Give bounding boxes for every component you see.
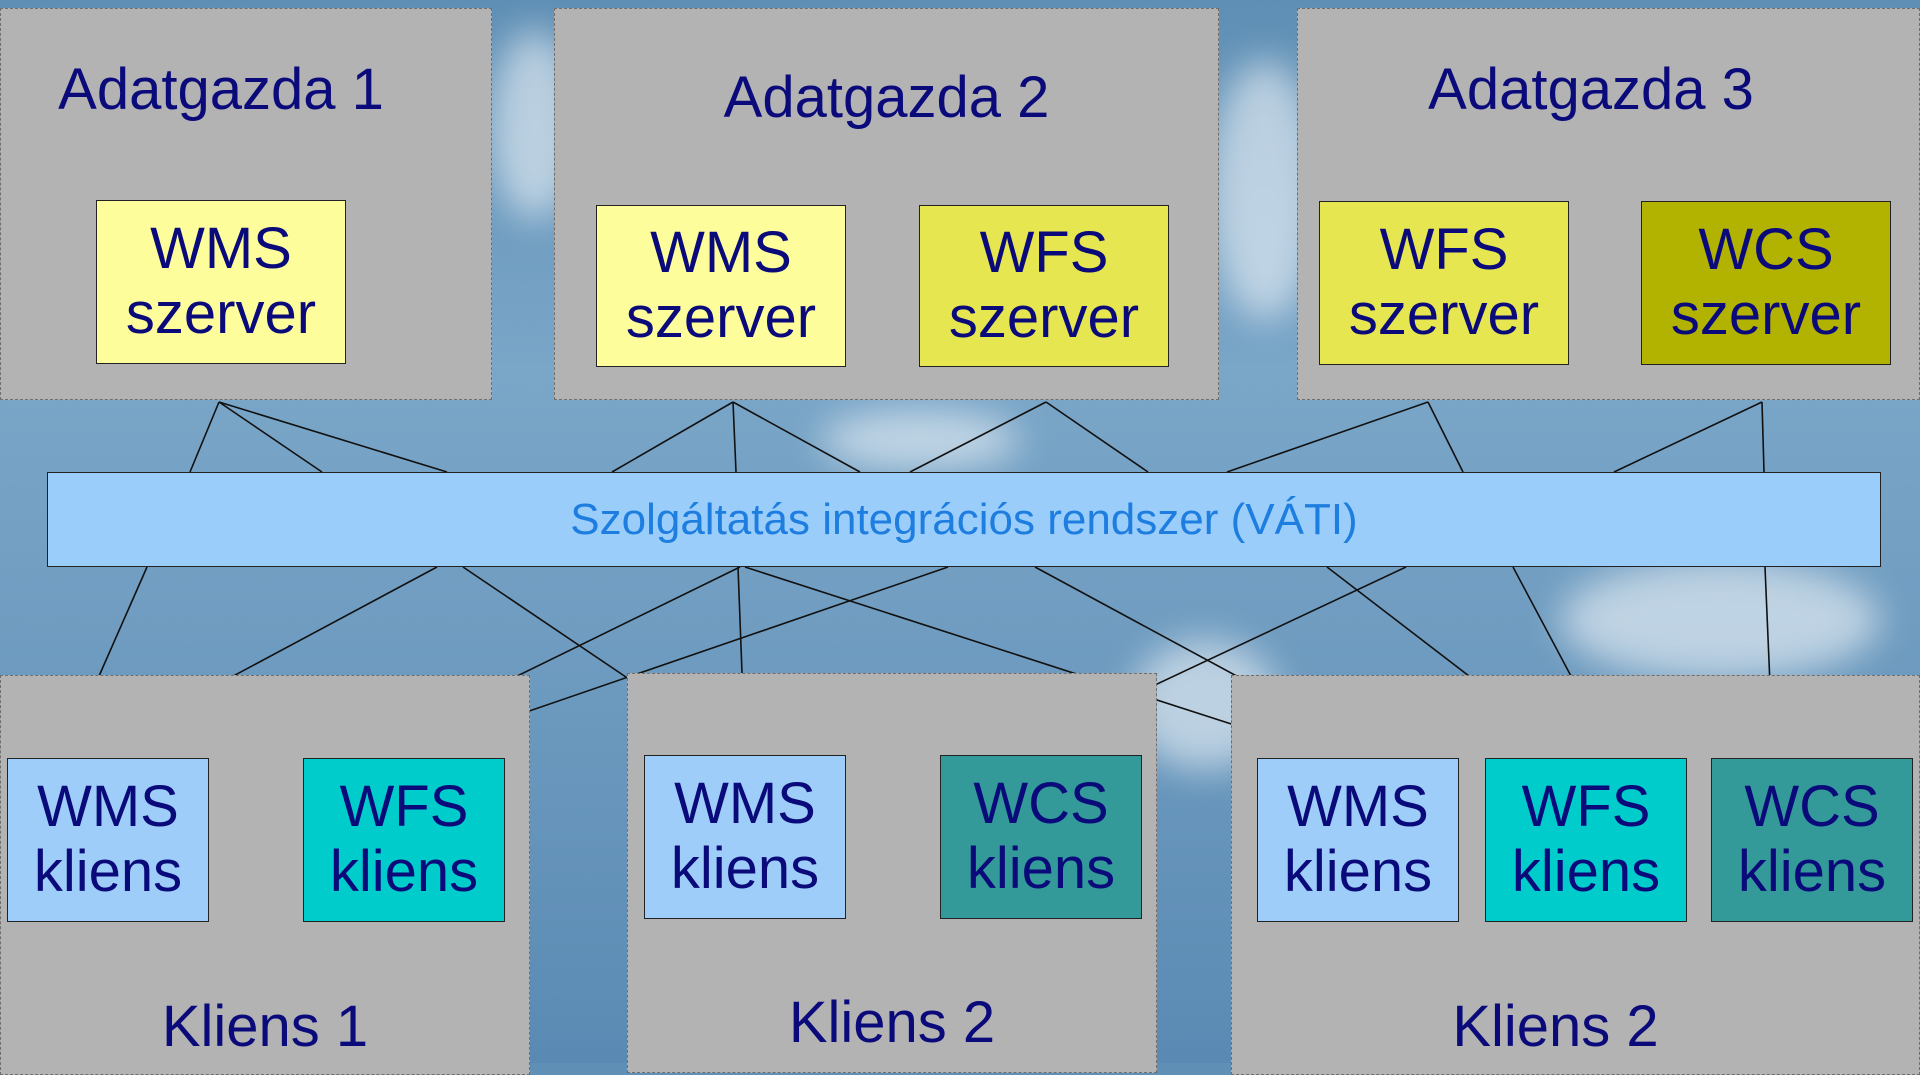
server-type: WCS — [1698, 217, 1834, 283]
wcs-client-box: WCS kliens — [940, 755, 1142, 919]
server-label: szerver — [625, 285, 817, 350]
server-type: WMS — [650, 220, 792, 286]
wms-server-box: WMS szerver — [596, 205, 846, 367]
link-line — [1226, 401, 1429, 473]
wms-client-box: WMS kliens — [1257, 758, 1459, 922]
link-line — [1613, 401, 1763, 473]
link-line — [1045, 401, 1149, 473]
client-type: WCS — [1744, 774, 1880, 840]
provider-title: Adatgazda 3 — [1428, 57, 1754, 122]
server-label: szerver — [1348, 282, 1540, 347]
client-title: Kliens 2 — [1452, 994, 1659, 1059]
client-type: WMS — [1287, 774, 1429, 840]
server-type: WMS — [150, 216, 292, 282]
server-type: WFS — [1379, 217, 1509, 283]
wcs-client-box: WCS kliens — [1711, 758, 1913, 922]
provider-group-1: Adatgazda 1 WMS szerver — [0, 8, 492, 400]
client-label: kliens — [966, 836, 1116, 901]
wfs-client-box: WFS kliens — [1485, 758, 1687, 922]
integration-bus: Szolgáltatás integrációs rendszer (VÁTI) — [47, 472, 1881, 567]
wfs-client-box: WFS kliens — [303, 758, 505, 922]
link-line — [909, 401, 1047, 473]
client-title: Kliens 1 — [161, 994, 369, 1059]
client-label: kliens — [33, 839, 183, 904]
server-label: szerver — [1670, 282, 1862, 347]
client-group-3: WMS kliens WFS kliens WCS kliens Kliens … — [1231, 675, 1920, 1075]
wfs-server-box: WFS szerver — [1319, 201, 1569, 365]
link-line — [1761, 401, 1765, 473]
client-label: kliens — [1511, 839, 1661, 904]
provider-title: Adatgazda 2 — [723, 65, 1050, 130]
link-line — [611, 401, 734, 473]
client-label: kliens — [670, 836, 820, 901]
wms-client-box: WMS kliens — [7, 758, 209, 922]
client-type: WMS — [37, 774, 179, 840]
provider-group-2: Adatgazda 2 WMS szerver WFS szerver — [554, 8, 1219, 400]
wfs-server-box: WFS szerver — [919, 205, 1169, 367]
wms-server-box: WMS szerver — [96, 200, 346, 364]
provider-title: Adatgazda 1 — [58, 57, 384, 122]
client-type: WCS — [973, 771, 1109, 837]
client-title: Kliens 2 — [788, 990, 996, 1055]
link-line — [732, 401, 861, 473]
client-type: WFS — [339, 774, 469, 840]
cloud — [820, 410, 1020, 470]
link-line — [189, 401, 220, 473]
provider-group-3: Adatgazda 3 WFS szerver WCS szerver — [1297, 8, 1920, 400]
cloud — [1560, 560, 1880, 680]
client-group-2: WMS kliens WCS kliens Kliens 2 — [627, 673, 1157, 1073]
client-type: WFS — [1521, 774, 1651, 840]
link-line — [732, 401, 737, 473]
client-group-1: WMS kliens WFS kliens Kliens 1 — [0, 675, 530, 1075]
link-line — [218, 401, 448, 473]
server-label: szerver — [948, 285, 1140, 350]
server-label: szerver — [125, 281, 317, 346]
client-label: kliens — [1283, 839, 1433, 904]
link-line — [218, 401, 323, 473]
wms-client-box: WMS kliens — [644, 755, 846, 919]
wcs-server-box: WCS szerver — [1641, 201, 1891, 365]
server-type: WFS — [979, 220, 1109, 286]
client-label: kliens — [1737, 839, 1887, 904]
client-label: kliens — [329, 839, 479, 904]
client-type: WMS — [674, 771, 816, 837]
link-line — [1427, 401, 1464, 473]
arrow-line — [744, 566, 1319, 754]
